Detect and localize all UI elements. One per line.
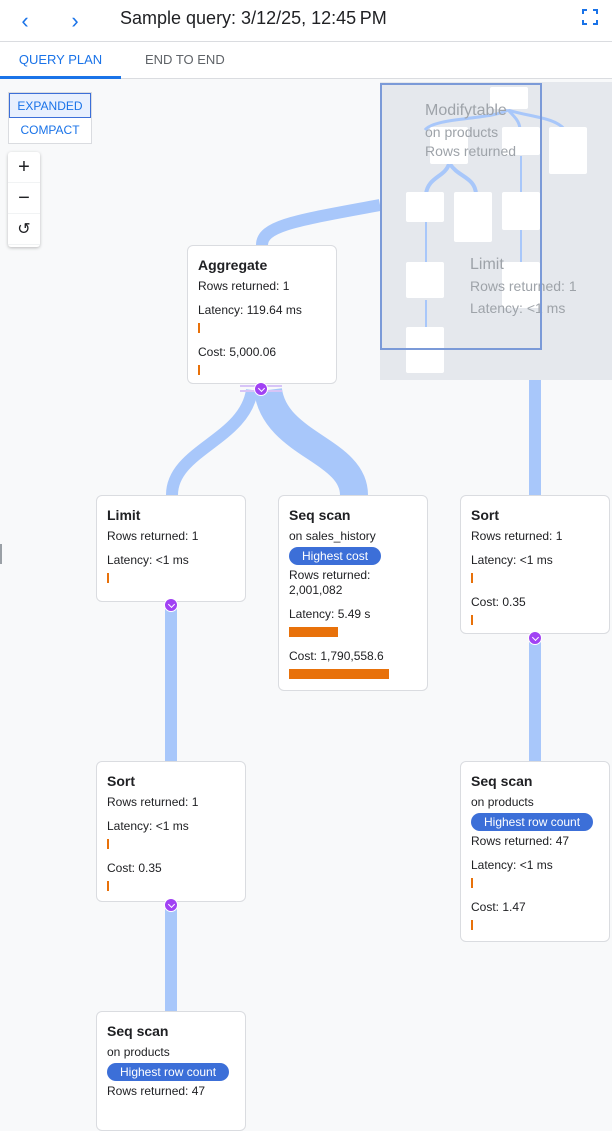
table-name: products [123, 1045, 170, 1059]
minimap-node [502, 192, 540, 230]
cost-bar [289, 669, 389, 679]
tab-query-plan[interactable]: QUERY PLAN [0, 42, 121, 79]
cost: Cost: 0.35 [107, 861, 162, 875]
zoom-in-button[interactable]: + [8, 152, 40, 183]
minimap-node [502, 262, 540, 308]
minimap-node [430, 127, 468, 164]
table-name: sales_history [305, 529, 376, 543]
tab-end-to-end[interactable]: END TO END [145, 52, 225, 67]
latency: Latency: 119.64 ms [198, 303, 302, 317]
node-title: Sort [471, 507, 499, 523]
cost-bar [198, 365, 200, 375]
reset-view-button[interactable]: ↺ [8, 214, 40, 245]
view-toggle: EXPANDED COMPACT [8, 92, 92, 144]
node-seq-scan-products-right[interactable]: Seq scan on products Highest row count R… [460, 761, 610, 942]
node-title: Aggregate [198, 257, 268, 273]
minimap-node [406, 327, 444, 373]
edge-aggregate-limit [166, 388, 258, 496]
node-title: Seq scan [471, 773, 533, 789]
highest-cost-badge: Highest cost [289, 547, 382, 565]
expand-icon[interactable] [254, 382, 268, 396]
node-seq-scan-sales-history[interactable]: Seq scan on sales_history Highest cost R… [278, 495, 428, 691]
fullscreen-icon[interactable] [582, 9, 598, 25]
cost-bar [471, 920, 473, 930]
node-title: Limit [107, 507, 141, 523]
latency: Latency: <1 ms [471, 858, 553, 872]
node-title: Sort [107, 773, 135, 789]
latency-bar [471, 573, 473, 583]
latency-bar [107, 573, 109, 583]
highest-row-count-badge: Highest row count [471, 813, 594, 831]
compact-button[interactable]: COMPACT [20, 123, 80, 137]
latency: Latency: <1 ms [107, 553, 189, 567]
minimap-node [454, 192, 492, 242]
node-limit[interactable]: Limit Rows returned: 1 Latency: <1 ms [96, 495, 246, 602]
cost-bar [107, 881, 109, 891]
rows-returned: Rows returned: 1 [107, 529, 199, 543]
edge-aggregate-parent [256, 199, 382, 246]
node-title: Seq scan [107, 1023, 169, 1039]
expand-icon[interactable] [164, 898, 178, 912]
cost: Cost: 0.35 [471, 595, 526, 609]
minimap[interactable] [380, 82, 612, 380]
minimap-node [406, 192, 444, 222]
cost: Cost: 1,790,558.6 [289, 649, 384, 663]
zoom-controls: + − ↺ [8, 152, 40, 247]
expanded-button[interactable]: EXPANDED [9, 93, 91, 118]
cost-bar [471, 615, 473, 625]
node-seq-scan-products-left[interactable]: Seq scan on products Highest row count R… [96, 1011, 246, 1131]
node-aggregate[interactable]: Aggregate Rows returned: 1 Latency: 119.… [187, 245, 337, 384]
latency-bar [289, 627, 338, 637]
latency-bar [471, 878, 473, 888]
minimap-node [406, 262, 444, 298]
highest-row-count-badge: Highest row count [107, 1063, 230, 1081]
rows-returned: Rows returned: 1 [471, 529, 563, 543]
tab-bar: QUERY PLAN END TO END [0, 42, 612, 79]
latency: Latency: <1 ms [471, 553, 553, 567]
ghost-rows: Rows returned [425, 143, 517, 159]
node-sort-left[interactable]: Sort Rows returned: 1 Latency: <1 ms Cos… [96, 761, 246, 902]
resize-handle[interactable] [0, 544, 2, 564]
cost: Cost: 1.47 [471, 900, 526, 914]
on-label: on [289, 529, 303, 543]
rows-returned-value: 2,001,082 [289, 583, 343, 597]
ghost-limit-rows: Rows returned: 1 [470, 278, 577, 294]
chevron-left-icon[interactable]: ‹ [21, 8, 29, 33]
minimap-viewport[interactable] [380, 83, 542, 350]
minimap-node [549, 127, 587, 174]
node-sort-right[interactable]: Sort Rows returned: 1 Latency: <1 ms Cos… [460, 495, 610, 634]
ghost-title: Modifytable [425, 102, 507, 119]
node-title: Seq scan [289, 507, 351, 523]
minimap-node [490, 87, 528, 109]
zoom-out-button[interactable]: − [8, 183, 40, 214]
latency-bar [198, 323, 200, 333]
rows-returned: Rows returned: [289, 568, 371, 582]
latency: Latency: 5.49 s [289, 607, 371, 621]
rows-returned: Rows returned: 1 [107, 795, 199, 809]
plan-edges [165, 199, 541, 1011]
edge-aggregate-seqscan [254, 387, 368, 497]
chevron-right-icon[interactable]: › [71, 8, 79, 33]
latency: Latency: <1 ms [107, 819, 189, 833]
expand-icon[interactable] [528, 631, 542, 645]
table-name: products [487, 795, 534, 809]
on-label: on [107, 1045, 121, 1059]
on-label: on [471, 795, 485, 809]
rows-returned: Rows returned: 47 [471, 834, 570, 848]
latency-bar [107, 839, 109, 849]
page-title: Sample query: 3/12/25, 12:45 PM [120, 8, 387, 28]
ghost-subtitle: on products [425, 124, 499, 140]
ghost-limit-title: Limit [470, 256, 504, 273]
cost: Cost: 5,000.06 [198, 345, 277, 359]
header: ‹ › Sample query: 3/12/25, 12:45 PM [0, 0, 612, 42]
minimap-node [502, 127, 540, 155]
rows-returned: Rows returned: 47 [107, 1084, 206, 1098]
minimap-edges [423, 108, 567, 329]
expand-icon[interactable] [164, 598, 178, 612]
rows-returned: Rows returned: 1 [198, 279, 290, 293]
